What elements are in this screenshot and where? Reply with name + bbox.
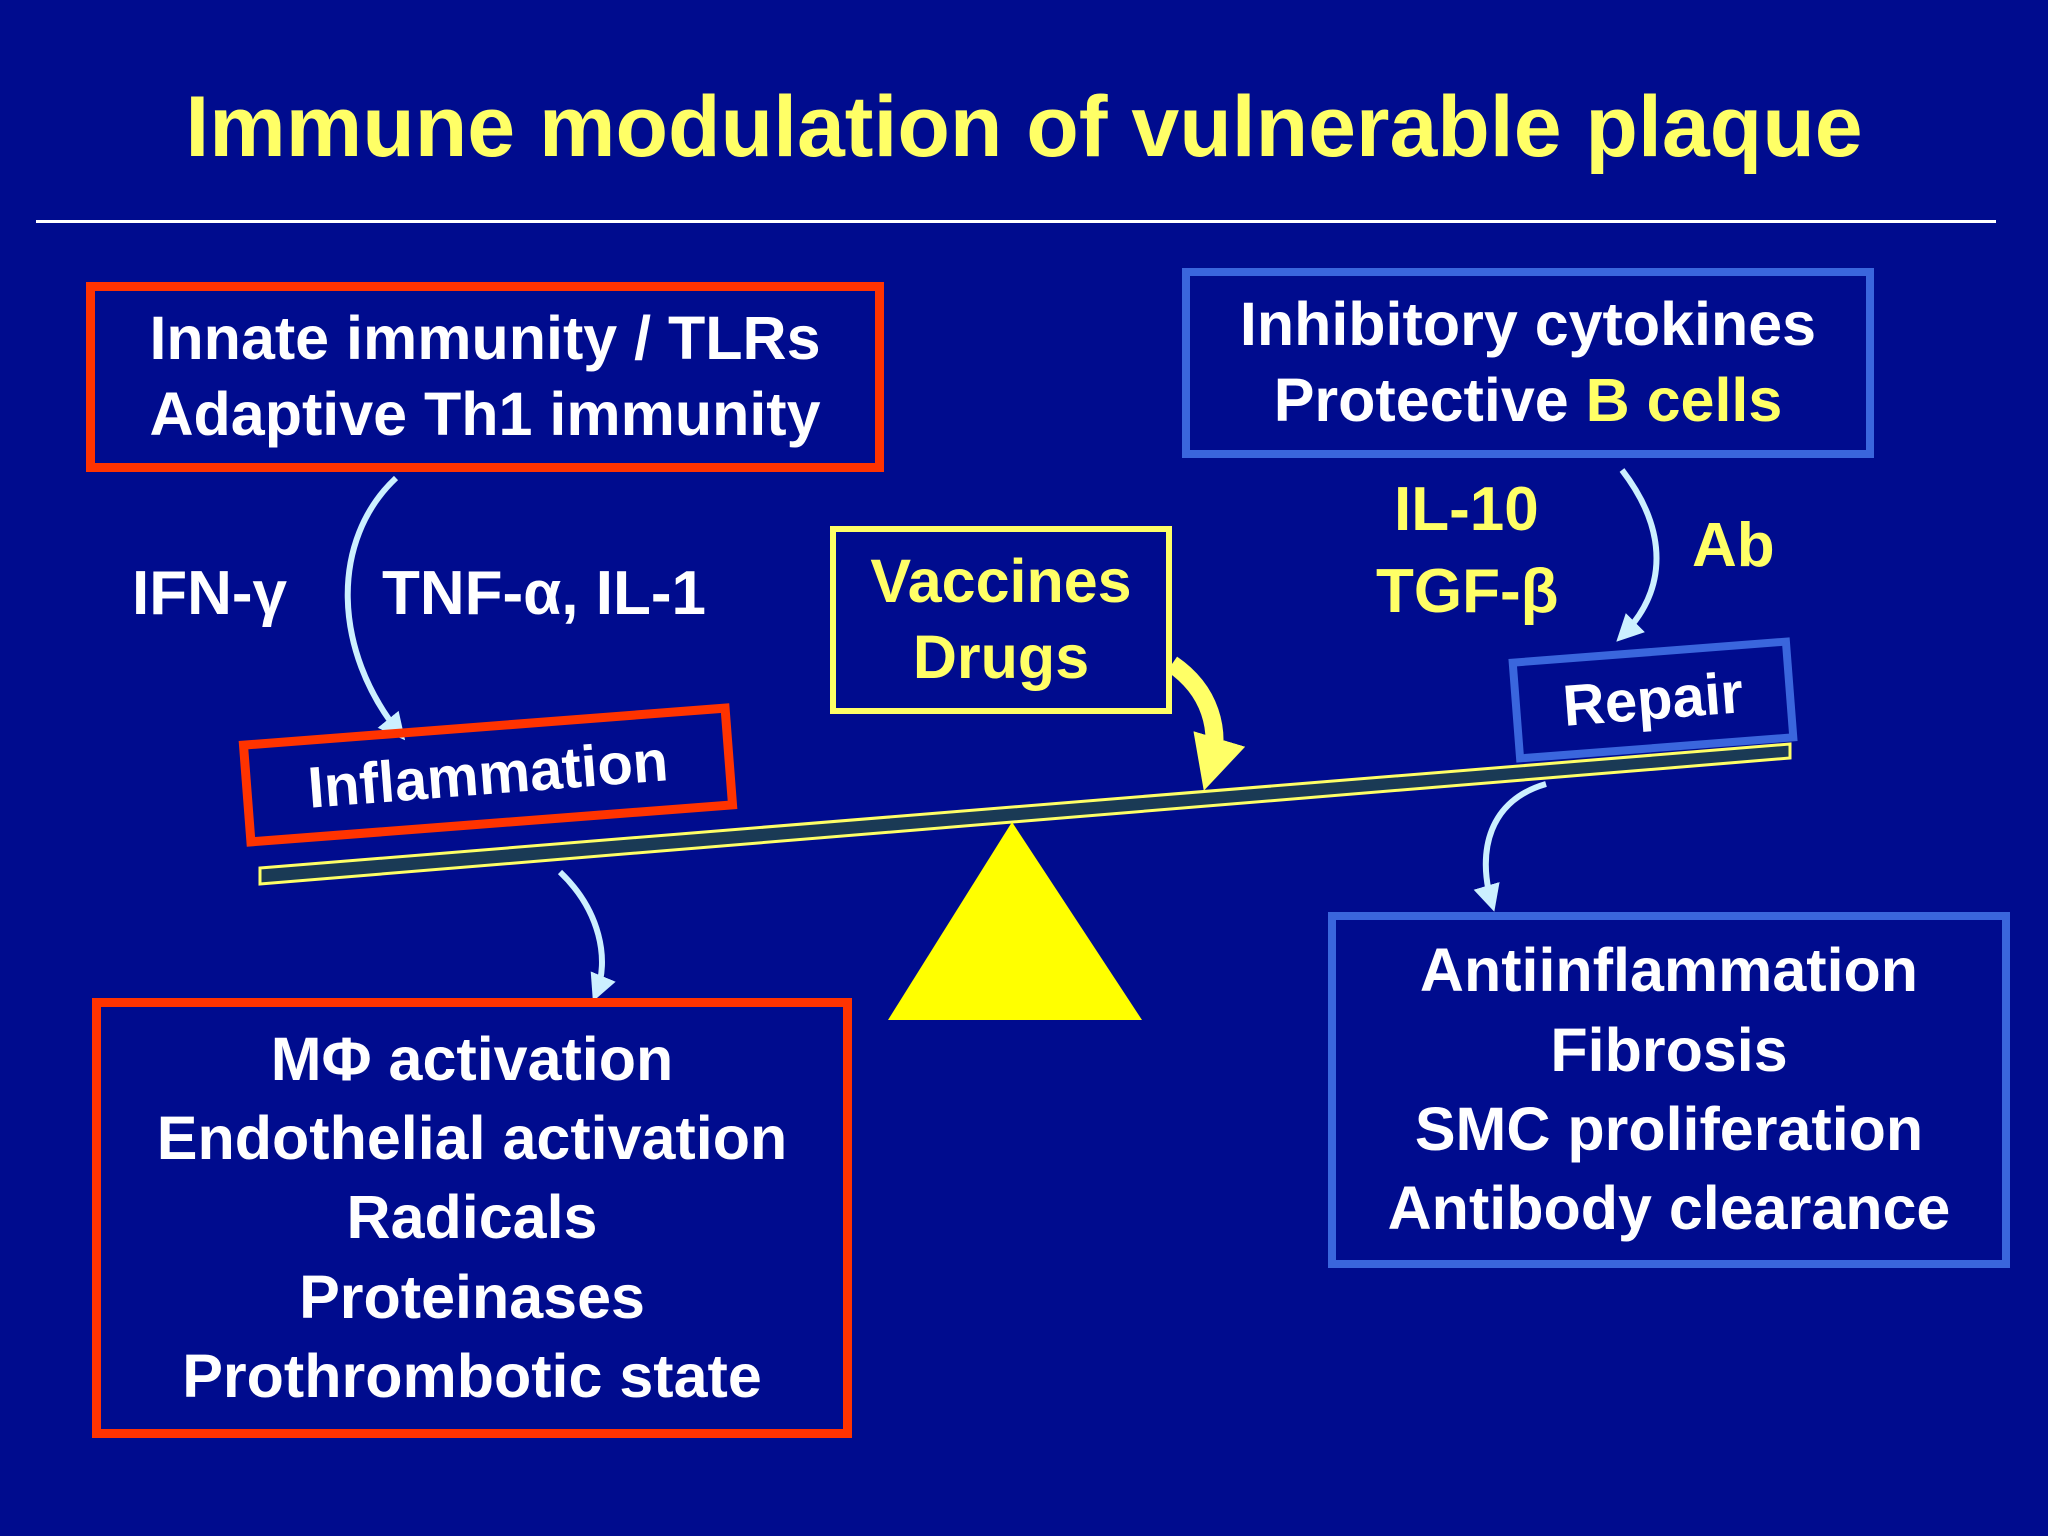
- arrow-to-protective-effects: [1473, 781, 1547, 912]
- title-divider: [36, 220, 1996, 223]
- fibrosis-line: Fibrosis: [1550, 1015, 1788, 1084]
- antibody-clearance-line: Antibody clearance: [1387, 1174, 1951, 1243]
- vaccines-line: Vaccines: [870, 547, 1132, 616]
- tgf-beta-label: TGF-β: [1376, 557, 1559, 626]
- il10-label: IL-10: [1394, 475, 1539, 544]
- b-cells-highlight: B cells: [1585, 366, 1783, 434]
- repair-label: Repair: [1560, 660, 1746, 739]
- inflammatory-effects-box: MΦ activation Endothelial activation Rad…: [92, 998, 852, 1438]
- inflammation-label: Inflammation: [305, 728, 671, 821]
- inhibitory-cytokines-line: Inhibitory cytokines: [1239, 290, 1817, 359]
- protective-prefix: Protective: [1273, 366, 1586, 434]
- balance-beam: [258, 742, 1792, 886]
- adaptive-immunity-line: Adaptive Th1 immunity: [149, 380, 821, 448]
- antiinflammation-line: Antiinflammation: [1419, 936, 1919, 1005]
- endothelial-activation-line: Endothelial activation: [156, 1104, 788, 1173]
- protective-mechanisms-box: Inhibitory cytokines Protective B cells: [1182, 268, 1874, 458]
- slide-title: Immune modulation of vulnerable plaque: [185, 79, 1863, 175]
- repair-box: Repair: [1508, 637, 1798, 763]
- arrow-vaccines-to-beam: [1166, 656, 1246, 791]
- arrow-to-repair: [1616, 468, 1660, 642]
- vaccines-drugs-box: Vaccines Drugs: [830, 526, 1172, 714]
- innate-immunity-line: Innate immunity / TLRs: [149, 304, 821, 373]
- antibody-label: Ab: [1692, 511, 1775, 580]
- drugs-line: Drugs: [912, 623, 1090, 691]
- arrow-to-inflammation: [344, 475, 406, 741]
- protective-effects-box: Antiinflammation Fibrosis SMC proliferat…: [1328, 912, 2010, 1268]
- protective-b-cells-line: Protective B cells: [1274, 363, 1783, 439]
- smc-proliferation-line: SMC proliferation: [1414, 1095, 1924, 1163]
- ifn-gamma-label: IFN-γ: [132, 559, 287, 628]
- innate-adaptive-box: Innate immunity / TLRs Adaptive Th1 immu…: [86, 282, 884, 472]
- radicals-line: Radicals: [346, 1183, 598, 1252]
- arrow-to-effects: [557, 869, 616, 1002]
- prothrombotic-state-line: Prothrombotic state: [182, 1341, 762, 1410]
- fulcrum-triangle: [888, 822, 1142, 1020]
- macrophage-activation-line: MΦ activation: [270, 1024, 674, 1093]
- tnf-il1-label: TNF-α, IL-1: [382, 559, 706, 628]
- proteinases-line: Proteinases: [299, 1262, 645, 1331]
